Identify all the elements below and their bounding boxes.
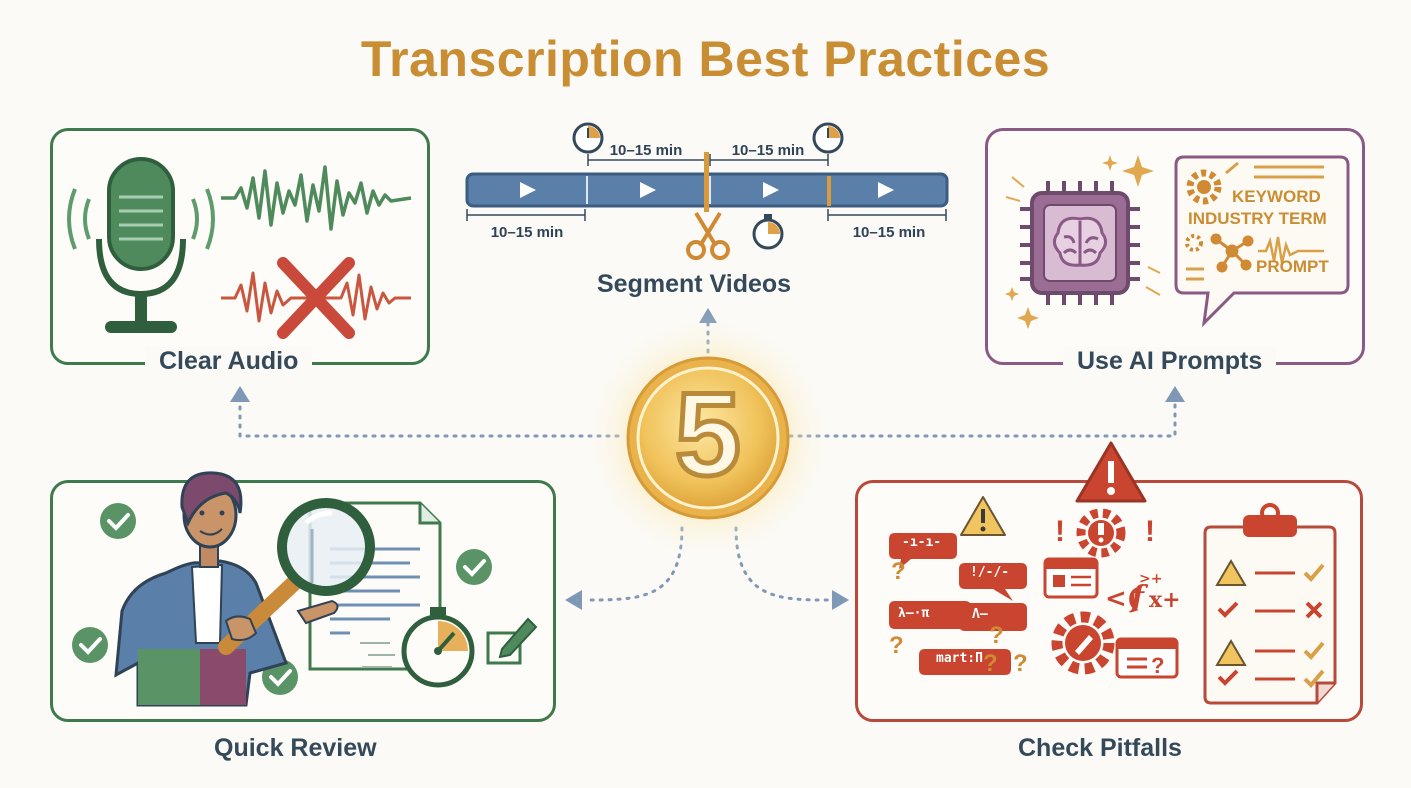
person-icon xyxy=(114,471,288,707)
segment-duration-top-right: 10–15 min xyxy=(731,142,805,159)
page-title: Transcription Best Practices xyxy=(360,31,1051,87)
ai-prompts-label: Use AI Prompts xyxy=(1063,347,1277,376)
check-pitfalls-label: Check Pitfalls xyxy=(1018,734,1182,762)
center-number: 5 xyxy=(673,367,744,504)
pitfall-bubble-2: !/-/- xyxy=(970,565,1010,580)
magnifier-icon xyxy=(218,498,375,655)
center-badge xyxy=(580,310,836,566)
svg-text:?: ? xyxy=(891,558,906,585)
svg-text:?: ? xyxy=(983,650,998,677)
svg-text:?: ? xyxy=(889,632,904,659)
prompt-keyword-2: INDUSTRY TERM xyxy=(1188,209,1327,228)
gear-icon xyxy=(1051,508,1126,675)
svg-text:x+: x+ xyxy=(1149,587,1181,613)
network-icon xyxy=(1210,233,1254,273)
prompt-bubble xyxy=(1174,155,1350,328)
prompt-keyword-1: KEYWORD xyxy=(1232,187,1321,206)
stopwatch-icon xyxy=(752,214,784,250)
clock-icon xyxy=(572,122,604,154)
ai-chip-icon xyxy=(1005,155,1161,329)
ai-prompts-panel: KEYWORD INDUSTRY TERM PROMPT xyxy=(985,128,1365,365)
stopwatch-icon xyxy=(360,607,475,688)
pitfall-bubble-5: mart:Π xyxy=(936,651,983,666)
play-icon xyxy=(520,182,894,198)
soundwave-icon xyxy=(221,165,412,231)
quick-review-panel xyxy=(50,471,556,722)
prompt-keyword-3: PROMPT xyxy=(1256,257,1329,276)
pitfall-bubble-1: -ı-ı- xyxy=(902,535,942,550)
pitfall-bubble-3: λ–·π xyxy=(898,606,930,621)
clock-icon-2 xyxy=(812,122,844,154)
segment-duration-bottom-right: 10–15 min xyxy=(852,224,926,241)
svg-text:>+: >+ xyxy=(1139,571,1162,587)
segment-duration-top-left: 10–15 min xyxy=(609,142,683,159)
scissors-icon xyxy=(686,211,730,260)
pitfall-bubble-4: Λ— xyxy=(972,607,988,622)
svg-text:!: ! xyxy=(1145,515,1155,548)
quick-review-illustration xyxy=(72,471,538,707)
svg-text:?: ? xyxy=(1151,653,1164,678)
svg-text:!: ! xyxy=(1055,515,1065,548)
segment-videos-label: Segment Videos xyxy=(597,270,792,298)
segment-timeline xyxy=(465,122,949,260)
clear-audio-label: Clear Audio xyxy=(145,347,313,376)
noise-cross-icon xyxy=(221,257,411,339)
pencil-icon xyxy=(486,617,538,665)
svg-text:?: ? xyxy=(989,622,1004,649)
warning-icon xyxy=(960,441,1147,536)
clear-audio-panel xyxy=(50,128,430,365)
svg-text:<(: <( xyxy=(1105,584,1139,614)
microphone-icon xyxy=(67,157,215,333)
svg-text:?: ? xyxy=(1013,650,1028,677)
sparkle-icon xyxy=(1005,155,1154,329)
clipboard-icon xyxy=(1203,503,1337,705)
quick-review-label: Quick Review xyxy=(214,734,377,762)
segment-duration-bottom-left: 10–15 min xyxy=(490,224,564,241)
gear-icon xyxy=(1186,169,1222,205)
brain-icon xyxy=(1053,216,1107,267)
